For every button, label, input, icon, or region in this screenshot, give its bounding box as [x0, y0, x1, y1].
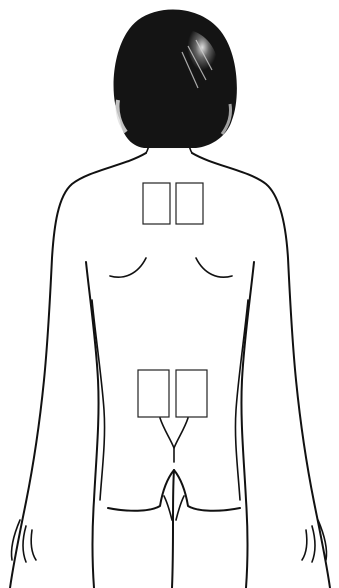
patch-site-lower-back-right	[176, 370, 207, 417]
hair	[114, 10, 237, 148]
patch-site-lower-back-left	[138, 370, 169, 417]
patch-site-upper-back-right	[176, 183, 203, 224]
buttocks	[108, 470, 240, 588]
spine-line	[160, 418, 188, 462]
shoulder-blades	[110, 258, 232, 277]
patch-site-upper-back-left	[143, 183, 170, 224]
patch-sites	[138, 183, 207, 417]
